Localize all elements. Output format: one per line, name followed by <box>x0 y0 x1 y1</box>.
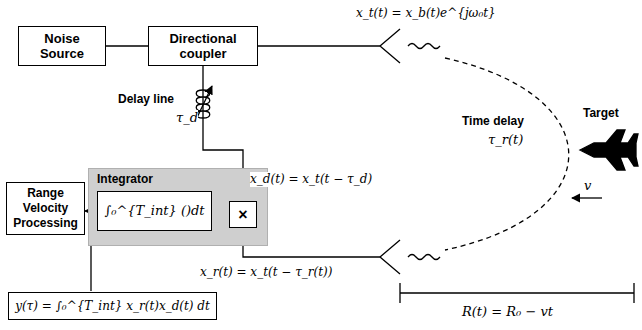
node-text: Range Velocity Processing <box>13 186 78 231</box>
velocity-arrow <box>572 197 602 198</box>
propagation-path <box>445 58 569 250</box>
signal-label: τ_r(t) <box>488 132 523 147</box>
process-box: Directional coupler <box>148 26 258 66</box>
signal-label: x_d(t) = x_t(t − τ_d) <box>250 172 372 187</box>
node-text: ∫₀^{T_int} ()dt <box>104 203 204 219</box>
transmit-antenna <box>380 29 400 63</box>
receive-wave <box>408 255 440 260</box>
integrator-band: Integrator ∫₀^{T_int} ()dt × <box>88 168 268 246</box>
signal-label: τ_d <box>176 110 198 125</box>
transmit-wave <box>408 44 440 49</box>
range-dimension <box>400 283 634 303</box>
node-text: Directional coupler <box>155 31 251 61</box>
node-text: × <box>238 205 247 224</box>
signal-label: Target <box>583 106 619 121</box>
signal-label: v <box>584 178 591 193</box>
signal-label: Time delay <box>462 114 524 129</box>
output-equation-box: y(τ) = ∫₀^{T_int} x_r(t)x_d(t) dt <box>8 292 217 320</box>
signal-label: x_t(t) = x_b(t)e^{jω₀t} <box>356 6 496 21</box>
signal-label: R(t) = R₀ − vt <box>462 304 553 319</box>
signal-label: x_r(t) = x_t(t − τ_r(t)) <box>200 265 332 280</box>
node-text: Noise Source <box>25 31 99 61</box>
integral-box: ∫₀^{T_int} ()dt <box>97 191 212 231</box>
node-text: y(τ) = ∫₀^{T_int} x_r(t)x_d(t) dt <box>15 299 210 314</box>
connector <box>106 45 148 46</box>
band-heading: Integrator <box>97 172 153 187</box>
process-box: Range Velocity Processing <box>6 182 85 235</box>
target-missile <box>580 130 638 170</box>
receive-antenna <box>380 240 400 274</box>
signal-label: Delay line <box>118 92 174 107</box>
process-box: Noise Source <box>18 26 106 66</box>
transmit-feed <box>258 45 380 46</box>
multiplier-box: × <box>229 201 257 228</box>
